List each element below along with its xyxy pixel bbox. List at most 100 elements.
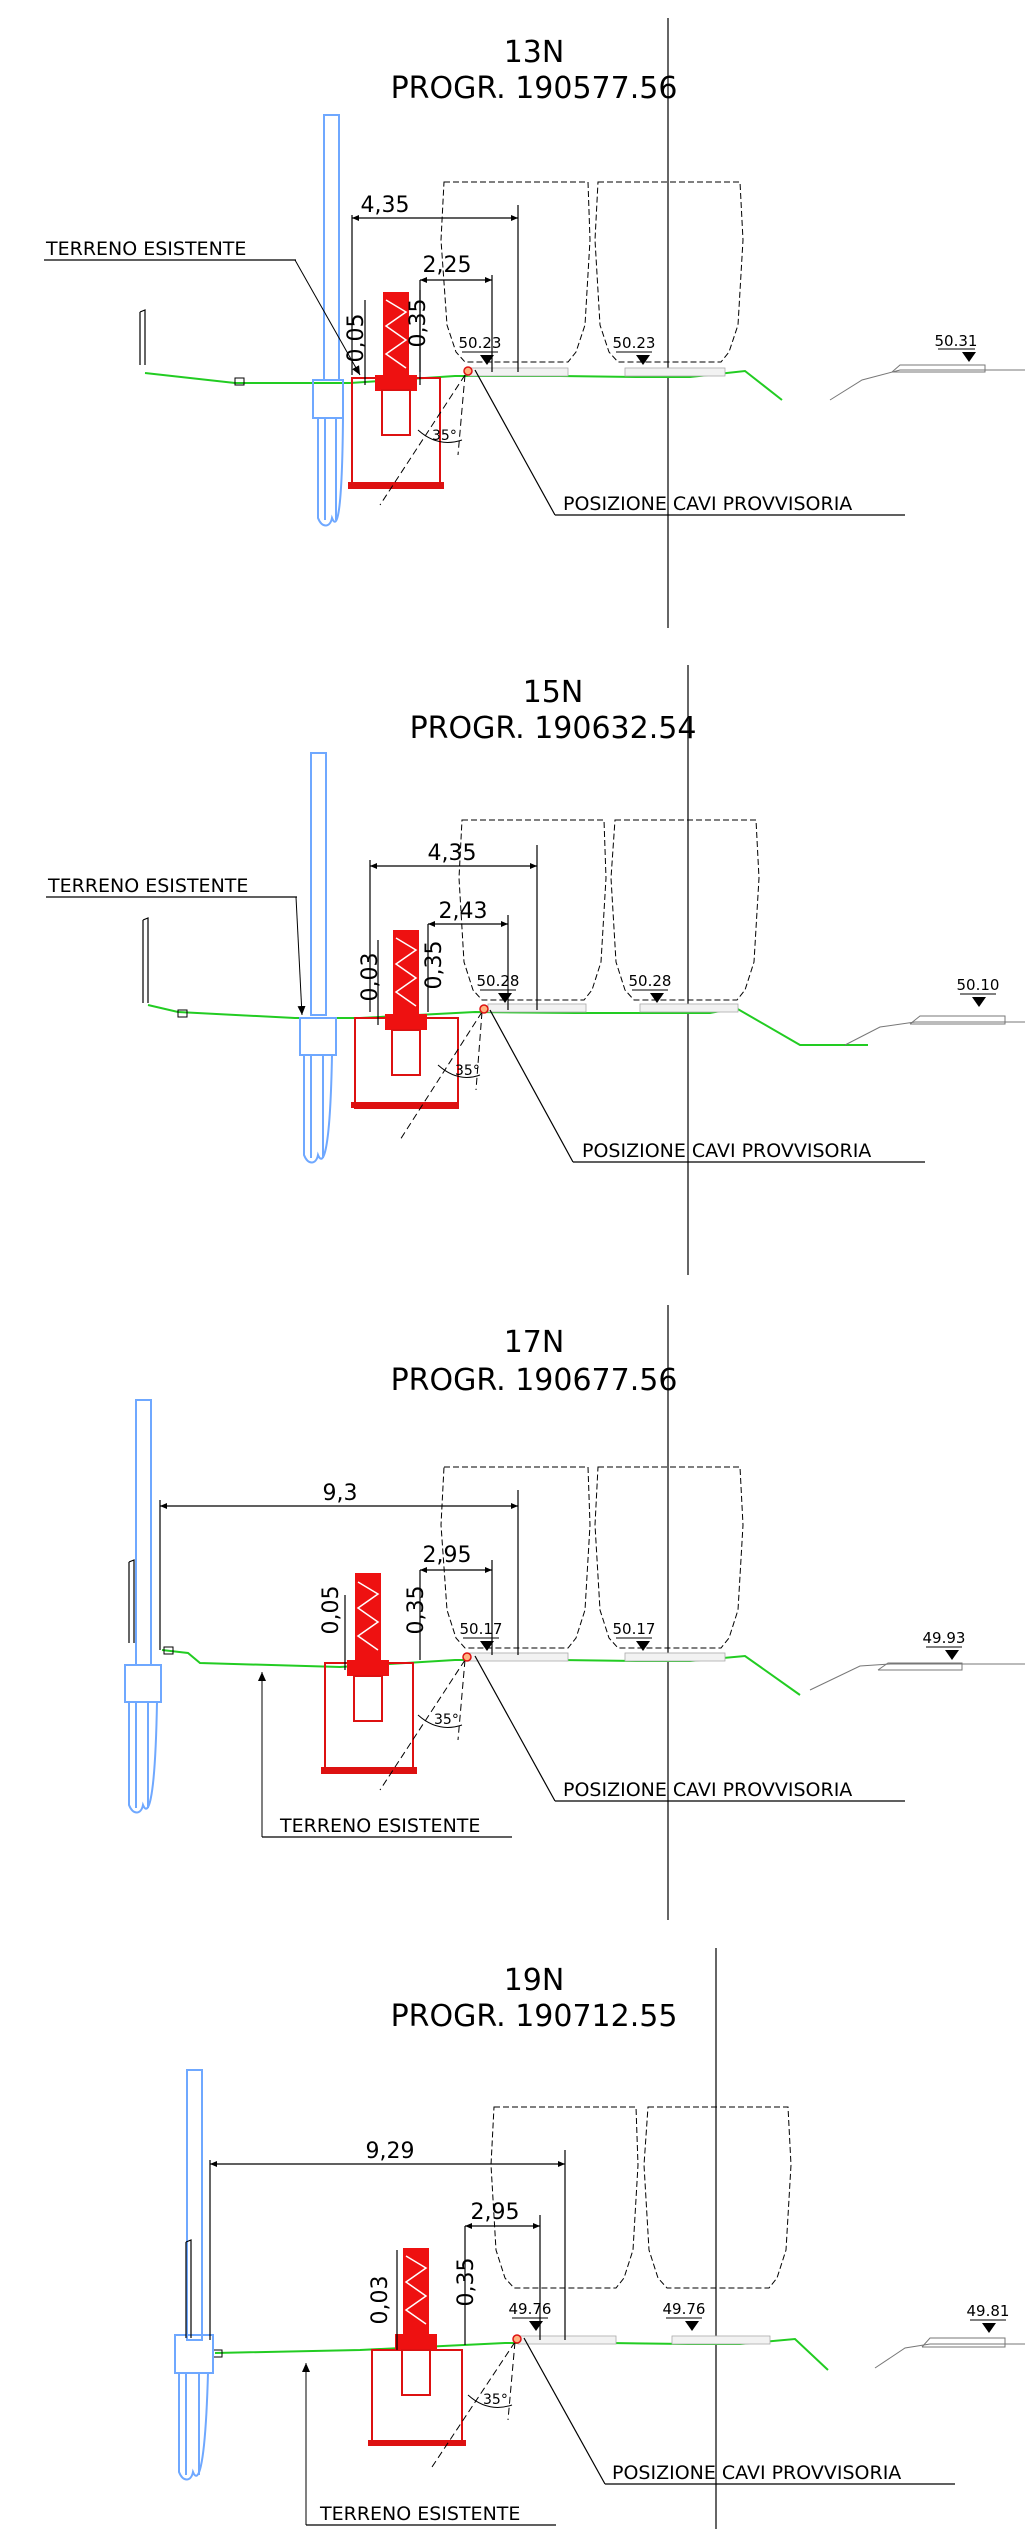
dimension-total: 4,35 (428, 841, 477, 866)
dimension-right-vertical: 0,35 (454, 2258, 479, 2307)
elevation-mark-1: 49.76 (509, 2300, 552, 2331)
cable-label: POSIZIONE CAVI PROVVISORIA (563, 1779, 852, 1801)
cable-position-marker (462, 1652, 472, 1662)
wagon-outline (458, 819, 760, 1001)
dimension-partial: 2,43 (439, 899, 488, 924)
section-progressive: PROGR. 190632.54 (410, 711, 697, 746)
elevation-mark-1: 50.17 (460, 1620, 503, 1651)
existing-barrier (142, 917, 149, 1003)
influence-lines (399, 1011, 483, 1141)
angle-label: 35° (432, 428, 457, 444)
section-13n: 13N PROGR. 190577.56 50.31 50.23 50.23 (44, 18, 1025, 628)
foundation-base (368, 2440, 466, 2446)
elevation-mark-3: 49.81 (967, 2302, 1010, 2333)
elevation-label: 50.10 (957, 976, 1000, 994)
ground-leader (295, 896, 306, 1016)
elevation-mark-2: 49.76 (663, 2300, 706, 2331)
cable-label: POSIZIONE CAVI PROVVISORIA (563, 493, 852, 515)
foundation-block (324, 1662, 414, 1774)
cable-leader (474, 1655, 556, 1802)
elevation-label: 50.28 (629, 972, 672, 990)
ground-label: TERRENO ESISTENTE (279, 1815, 480, 1837)
mast-body (403, 2248, 429, 2344)
elevation-label: 49.81 (967, 2302, 1010, 2320)
elevation-label: 49.76 (663, 2300, 706, 2318)
elevation-mark-1: 50.28 (477, 972, 520, 1003)
angle-label: 35° (434, 1712, 459, 1728)
dimension-left-vertical: 0,05 (344, 314, 369, 363)
section-progressive: PROGR. 190577.56 (391, 71, 678, 106)
old-pylon (124, 1399, 162, 1814)
elevation-label: 49.76 (509, 2300, 552, 2318)
dimension-right-vertical: 0,35 (422, 941, 447, 990)
foundation-base (351, 1102, 459, 1108)
wagon-outline (440, 181, 744, 363)
section-title: 19N (504, 1963, 565, 1998)
elevation-label: 50.17 (613, 1620, 656, 1638)
cable-position-marker (479, 1004, 489, 1014)
embankment (829, 364, 1025, 401)
angle-label: 35° (455, 1063, 480, 1079)
wagon-outline (490, 2106, 792, 2289)
section-title: 17N (504, 1325, 565, 1360)
elevation-mark-3: 50.31 (935, 332, 978, 362)
survey-marker (234, 377, 245, 386)
elevation-label: 50.17 (460, 1620, 503, 1638)
elevation-label: 50.31 (935, 332, 978, 350)
influence-lines (379, 374, 466, 506)
foundation-base (321, 1767, 417, 1774)
section-progressive: PROGR. 190677.56 (391, 1363, 678, 1398)
dimension-lines (369, 845, 538, 1025)
existing-ground-line (147, 1004, 868, 1046)
elevation-label: 50.23 (613, 334, 656, 352)
survey-marker (163, 1646, 174, 1655)
sleeper-blocks (487, 1003, 739, 1013)
old-pylon (174, 2069, 214, 2481)
ground-label: TERRENO ESISTENTE (319, 2503, 520, 2525)
dimension-partial: 2,25 (423, 253, 472, 278)
dimension-total: 9,29 (366, 2139, 415, 2164)
elevation-mark-2: 50.28 (629, 972, 672, 1003)
dimension-left-vertical: 0,03 (368, 2276, 393, 2325)
elevation-mark-2: 50.23 (613, 334, 656, 365)
section-title: 13N (504, 35, 565, 70)
ground-label: TERRENO ESISTENTE (45, 238, 246, 260)
foundation-base (348, 482, 444, 489)
influence-lines (379, 1659, 466, 1791)
new-mast (321, 1573, 417, 1774)
dimension-lines (159, 1490, 519, 1670)
dimension-right-vertical: 0,35 (404, 1586, 429, 1635)
new-mast (348, 292, 444, 489)
cable-leader (474, 369, 556, 516)
ground-leader (294, 259, 361, 376)
embankment (874, 2337, 1025, 2369)
ground-label: TERRENO ESISTENTE (47, 875, 248, 897)
foundation-block (371, 2349, 463, 2446)
dimension-lines (209, 2150, 566, 2350)
cable-label: POSIZIONE CAVI PROVVISORIA (612, 2462, 901, 2484)
elevation-label: 50.23 (459, 334, 502, 352)
section-progressive: PROGR. 190712.55 (391, 1999, 678, 2034)
influence-lines (429, 2341, 516, 2471)
dimension-total: 9,3 (323, 1481, 358, 1506)
section-15n: 15N PROGR. 190632.54 50.10 50.28 50.28 (46, 665, 1025, 1275)
existing-barrier (139, 309, 146, 365)
dimension-lines (351, 205, 519, 385)
elevation-label: 49.93 (923, 1629, 966, 1647)
dimension-partial: 2,95 (423, 1543, 472, 1568)
elevation-mark-2: 50.17 (613, 1620, 656, 1651)
cable-leader (489, 1009, 574, 1163)
old-pylon (312, 114, 344, 527)
embankment (844, 1015, 1025, 1046)
cable-leader (523, 2337, 606, 2485)
wagon-outline (440, 1466, 744, 1649)
cable-label: POSIZIONE CAVI PROVVISORIA (582, 1140, 871, 1162)
elevation-mark-1: 50.23 (459, 334, 502, 365)
dimension-total: 4,35 (361, 193, 410, 218)
old-pylon (299, 752, 337, 1164)
foundation-block (354, 1017, 459, 1109)
elevation-label: 50.28 (477, 972, 520, 990)
survey-marker (177, 1009, 188, 1018)
dimension-left-vertical: 0,03 (358, 953, 383, 1002)
elevation-mark-3: 50.10 (957, 976, 1000, 1007)
